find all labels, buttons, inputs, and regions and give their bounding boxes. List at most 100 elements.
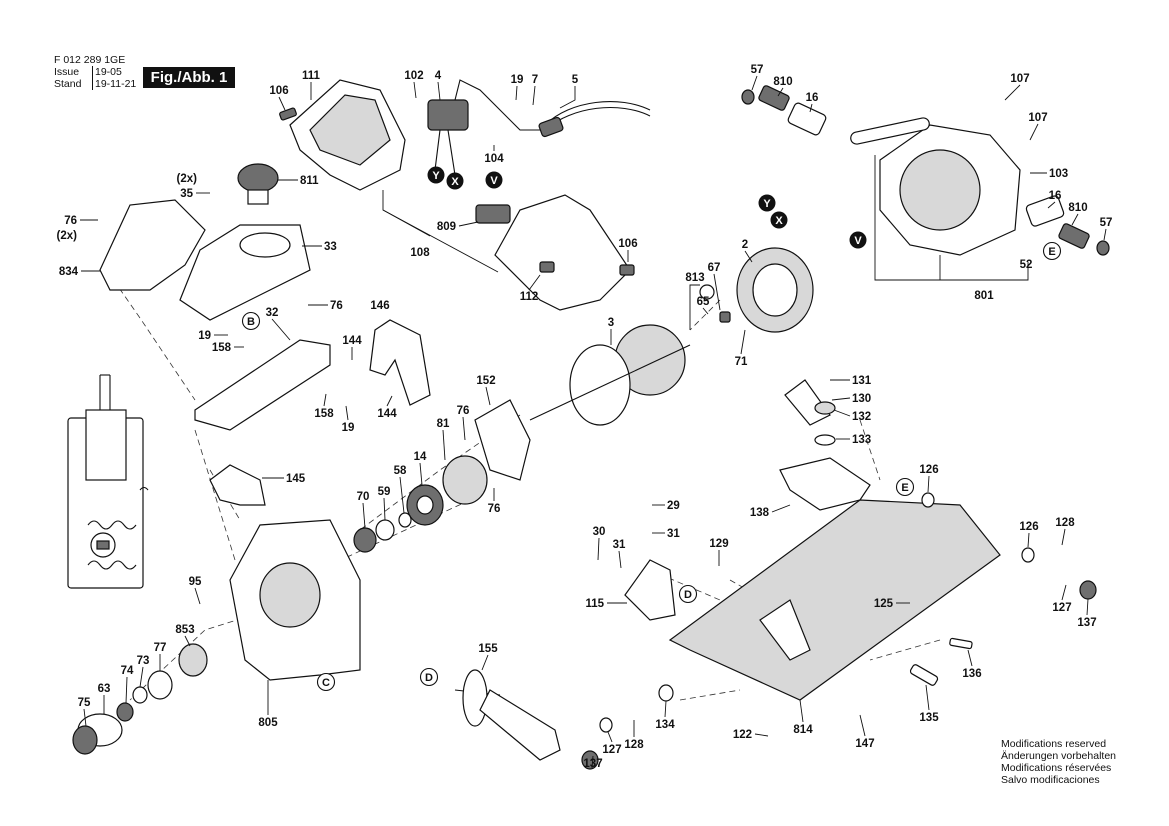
label-144-lower: 144 xyxy=(377,408,397,420)
callout-v-field: V xyxy=(849,231,867,249)
note-line-de: Änderungen vorbehalten xyxy=(1001,750,1117,762)
label-16-right: 16 xyxy=(1049,190,1062,202)
label-129: 129 xyxy=(709,538,728,550)
label-152: 152 xyxy=(476,375,495,387)
callout-b: B xyxy=(241,311,261,331)
wiring-schematic xyxy=(67,374,149,589)
label-103: 103 xyxy=(1049,168,1068,180)
label-19-cover: 19 xyxy=(198,330,211,342)
label-95: 95 xyxy=(189,576,202,588)
label-71: 71 xyxy=(735,356,748,368)
label-5: 5 xyxy=(572,74,579,86)
label-106-top: 106 xyxy=(269,85,288,97)
label-76-guard: 76 xyxy=(64,215,77,227)
label-58: 58 xyxy=(394,465,407,477)
modifications-note: Modifications reserved Änderungen vorbeh… xyxy=(1001,738,1116,786)
label-108: 108 xyxy=(410,247,430,259)
label-65: 65 xyxy=(697,296,710,308)
doc-number: F 012 289 1GE xyxy=(54,54,126,66)
svg-text:Y: Y xyxy=(432,170,440,182)
label-33: 33 xyxy=(324,241,337,253)
label-57-left: 57 xyxy=(751,64,764,76)
callout-y-field: Y xyxy=(758,194,776,212)
parts-shapes xyxy=(72,79,1110,770)
callout-x-field: X xyxy=(770,211,788,229)
label-63: 63 xyxy=(98,683,111,695)
label-107-mid: 107 xyxy=(1028,112,1047,124)
label-111: 111 xyxy=(302,70,321,82)
note-line-es: Salvo modificaciones xyxy=(1001,774,1100,786)
svg-text:E: E xyxy=(901,482,908,494)
label-31-left: 31 xyxy=(613,539,626,551)
issue-value: 19-05 xyxy=(92,66,122,78)
callout-d-guide: D xyxy=(678,584,698,604)
label-810-right: 810 xyxy=(1068,202,1087,214)
label-102: 102 xyxy=(404,70,423,82)
bracket-lines xyxy=(382,155,1029,330)
svg-text:X: X xyxy=(775,215,783,227)
label-104: 104 xyxy=(484,153,504,165)
label-77: 77 xyxy=(154,642,167,654)
label-144-top: 144 xyxy=(342,335,362,347)
figure-label: Fig./Abb. 1 xyxy=(143,67,235,88)
label-76-fan: 76 xyxy=(457,405,470,417)
label-7: 7 xyxy=(532,74,538,86)
label-158-cover: 158 xyxy=(212,342,232,354)
label-3: 3 xyxy=(608,317,614,329)
label-2x-top: (2x) xyxy=(177,173,198,185)
label-67: 67 xyxy=(708,262,721,274)
label-810-left: 810 xyxy=(773,76,792,88)
label-155: 155 xyxy=(478,643,498,655)
svg-text:E: E xyxy=(1048,246,1055,258)
label-57-right: 57 xyxy=(1100,217,1113,229)
callout-e-housing: E xyxy=(1042,241,1062,261)
label-146: 146 xyxy=(370,300,389,312)
callout-x-top: X xyxy=(446,172,464,190)
label-147: 147 xyxy=(855,738,874,750)
label-4: 4 xyxy=(435,70,442,82)
callout-c: C xyxy=(316,672,336,692)
svg-text:V: V xyxy=(854,235,862,247)
label-81: 81 xyxy=(437,418,450,430)
label-112: 112 xyxy=(520,291,539,303)
label-128-base: 128 xyxy=(1055,517,1075,529)
svg-text:B: B xyxy=(247,316,255,328)
issue-label: Issue xyxy=(54,66,80,78)
callout-v-top: V xyxy=(485,171,503,189)
note-line-en: Modifications reserved xyxy=(1001,738,1107,750)
label-834: 834 xyxy=(59,266,79,278)
stand-value: 19-11-21 xyxy=(92,78,136,90)
label-2: 2 xyxy=(742,239,748,251)
label-853: 853 xyxy=(175,624,194,636)
label-76-flange: 76 xyxy=(488,503,501,515)
svg-text:D: D xyxy=(425,672,433,684)
label-75: 75 xyxy=(78,697,91,709)
svg-text:V: V xyxy=(490,175,498,187)
label-19-lower: 19 xyxy=(342,422,355,434)
callout-d-handle: D xyxy=(419,667,439,687)
label-128-handle: 128 xyxy=(624,739,644,751)
part-labels: 111 102 4 19 7 5 106 104 811 35 (2x) 76 … xyxy=(57,64,1113,770)
svg-text:Y: Y xyxy=(763,198,771,210)
label-805: 805 xyxy=(258,717,278,729)
svg-text:X: X xyxy=(451,176,459,188)
label-107-top: 107 xyxy=(1010,73,1029,85)
label-73: 73 xyxy=(137,655,150,667)
label-134: 134 xyxy=(655,719,675,731)
label-137-handle: 137 xyxy=(583,758,602,770)
label-74: 74 xyxy=(121,665,134,677)
label-115: 115 xyxy=(585,598,604,610)
label-131: 131 xyxy=(852,375,872,387)
label-76-cover: 76 xyxy=(330,300,343,312)
label-32: 32 xyxy=(266,307,279,319)
label-31-right: 31 xyxy=(667,528,680,540)
label-19-switch: 19 xyxy=(511,74,524,86)
label-127-handle: 127 xyxy=(602,744,621,756)
label-801: 801 xyxy=(974,290,994,302)
label-809: 809 xyxy=(437,221,456,233)
label-29: 29 xyxy=(667,500,680,512)
label-137-base: 137 xyxy=(1077,617,1096,629)
label-126-top: 126 xyxy=(919,464,938,476)
